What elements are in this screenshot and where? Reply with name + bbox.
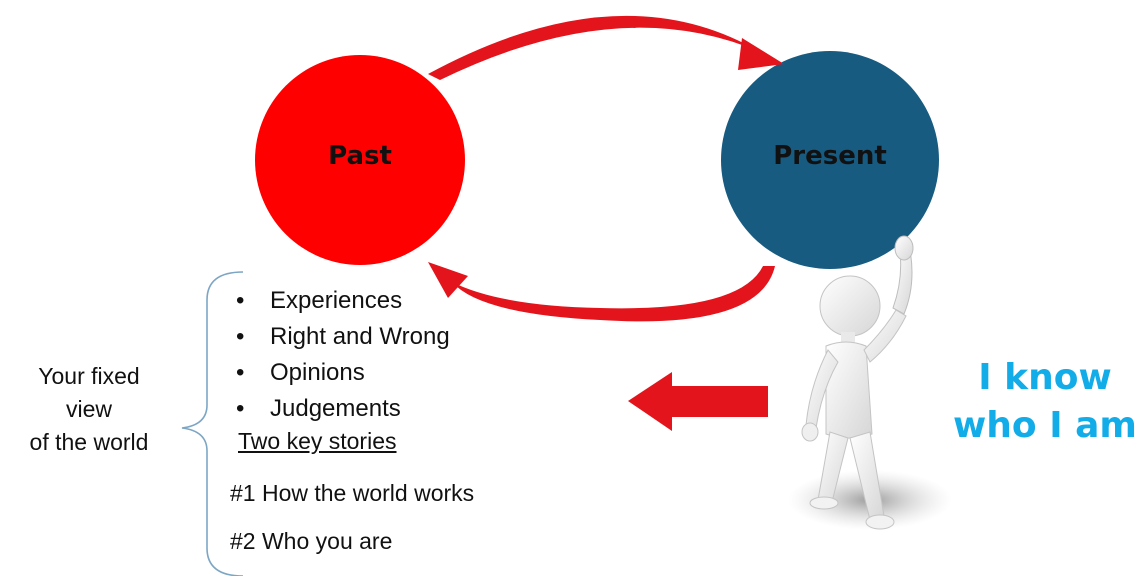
past-bullet-list: •Experiences •Right and Wrong •Opinions …	[234, 283, 450, 427]
past-label: Past	[328, 141, 392, 171]
side-label-line-2: view	[65, 396, 112, 422]
bullet-item: • Opinions	[234, 355, 450, 391]
bullet-dot-icon: •	[236, 323, 245, 350]
bullet-item: • Experiences	[234, 283, 450, 319]
affirmation-line-2: who I am	[953, 405, 1137, 446]
bullet-dot-icon: •	[236, 359, 245, 386]
bullet-text: Opinions	[270, 359, 365, 386]
present-circle	[721, 51, 939, 269]
bullet-dot-icon: •	[236, 395, 245, 422]
affirmation-text: I know who I am	[940, 354, 1141, 450]
bullet-text: Experiences	[270, 287, 403, 314]
present-label: Present	[773, 141, 887, 171]
bullet-dot-icon: •	[236, 287, 245, 314]
top-cycle-arrow	[428, 15, 784, 81]
bullet-text: Judgements	[270, 395, 401, 422]
bullet-item: • Judgements	[234, 391, 450, 427]
story-item-1: #1 How the world works	[230, 480, 475, 506]
side-label: Your fixed view of the world	[0, 360, 178, 459]
affirmation-line-1: I know	[978, 357, 1112, 398]
bottom-cycle-arrow	[428, 262, 775, 322]
curly-bracket	[181, 271, 244, 576]
past-circle	[255, 55, 465, 265]
story-item-2: #2 Who you are	[230, 528, 393, 554]
left-arrow	[628, 372, 768, 431]
side-label-line-3: of the world	[29, 429, 149, 455]
thinking-person-figure-icon	[788, 235, 952, 530]
bullet-item: • Right and Wrong	[234, 319, 450, 355]
side-label-line-1: Your fixed	[38, 363, 140, 389]
stories-heading: Two key stories	[238, 428, 397, 454]
bullet-text: Right and Wrong	[270, 323, 450, 350]
